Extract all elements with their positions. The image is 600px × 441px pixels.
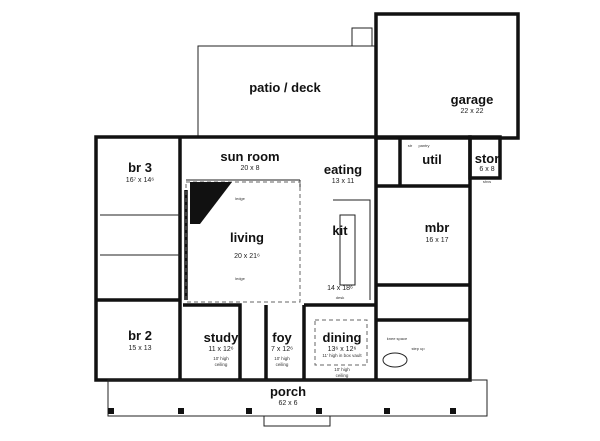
closet-walls (376, 283, 470, 322)
room-label-eating: eating (324, 162, 362, 177)
room-dim-eating: 13 x 11 (332, 178, 355, 185)
stairs (351, 27, 373, 46)
room-label-sun-room: sun room (220, 149, 279, 164)
dining-ceiling-note-2: ceiling (336, 373, 349, 378)
dining-vault-outline (314, 319, 368, 366)
room-dim-garage: 22 x 22 (461, 108, 484, 115)
dining-vault-note: 11' high in box vault (322, 353, 362, 358)
fireplace (190, 182, 232, 224)
study-ceiling-note: 10' high (213, 356, 229, 361)
foy-ceiling-note-2: ceiling (276, 362, 289, 367)
room-label-br2: br 2 (128, 328, 152, 343)
foy-ceiling-note: 10' high (274, 356, 290, 361)
fixture-step-up: step up (411, 346, 425, 351)
living-ceiling-outline (185, 181, 301, 303)
room-dim-living: 20 x 21⁶ (234, 253, 260, 260)
study-ceiling-note-2: ceiling (215, 362, 228, 367)
room-label-patio: patio / deck (249, 80, 321, 95)
fixture-pantry: pantry (418, 143, 429, 148)
room-dim-dining: 13⁶ x 12⁶ (328, 346, 357, 353)
room-dim-foy: 7 x 12⁶ (271, 346, 293, 353)
fixture-ledge-bottom: ledge (235, 276, 246, 281)
bath-walls (100, 214, 180, 256)
fixture-desk: desk (336, 295, 344, 300)
stor-walls (468, 135, 502, 180)
porch-steps (263, 415, 331, 427)
kitchen-counters (333, 199, 371, 300)
tub (382, 352, 408, 368)
room-dim-stor: 6 x 8 (479, 166, 494, 173)
room-label-foy: foy (272, 330, 292, 345)
dining-ceiling-note: 10' high (334, 367, 350, 372)
room-label-mbr: mbr (425, 220, 450, 235)
garage-walls (374, 12, 520, 140)
room-dim-porch: 62 x 6 (278, 400, 297, 407)
fixture-str: str (408, 143, 413, 148)
master-walls (374, 137, 470, 380)
room-label-porch: porch (270, 384, 306, 399)
room-dim-br2: 15 x 13 (129, 345, 152, 352)
room-label-garage: garage (451, 92, 494, 107)
room-label-kit: kit (332, 223, 348, 238)
porch-columns (108, 408, 456, 414)
front-room-walls (183, 303, 376, 380)
room-dim-study: 11 x 12⁶ (208, 346, 233, 353)
room-dim-mbr: 16 x 17 (426, 237, 449, 244)
room-label-dining: dining (323, 330, 362, 345)
room-label-util: util (422, 152, 442, 167)
room-dim-kit: 14 x 18⁶ (327, 285, 353, 292)
fixture-shvs: shvs (483, 179, 491, 184)
room-label-living: living (230, 230, 264, 245)
room-dim-sun-room: 20 x 8 (240, 165, 259, 172)
fixture-knee-space: knee space (387, 336, 408, 341)
bedroom-walls (96, 137, 188, 380)
room-dim-br3: 16⁷ x 14⁶ (126, 177, 154, 184)
room-label-study: study (204, 330, 239, 345)
room-label-br3: br 3 (128, 160, 152, 175)
room-label-stor: stor (475, 151, 500, 166)
fixture-ledge-top: ledge (235, 196, 246, 201)
